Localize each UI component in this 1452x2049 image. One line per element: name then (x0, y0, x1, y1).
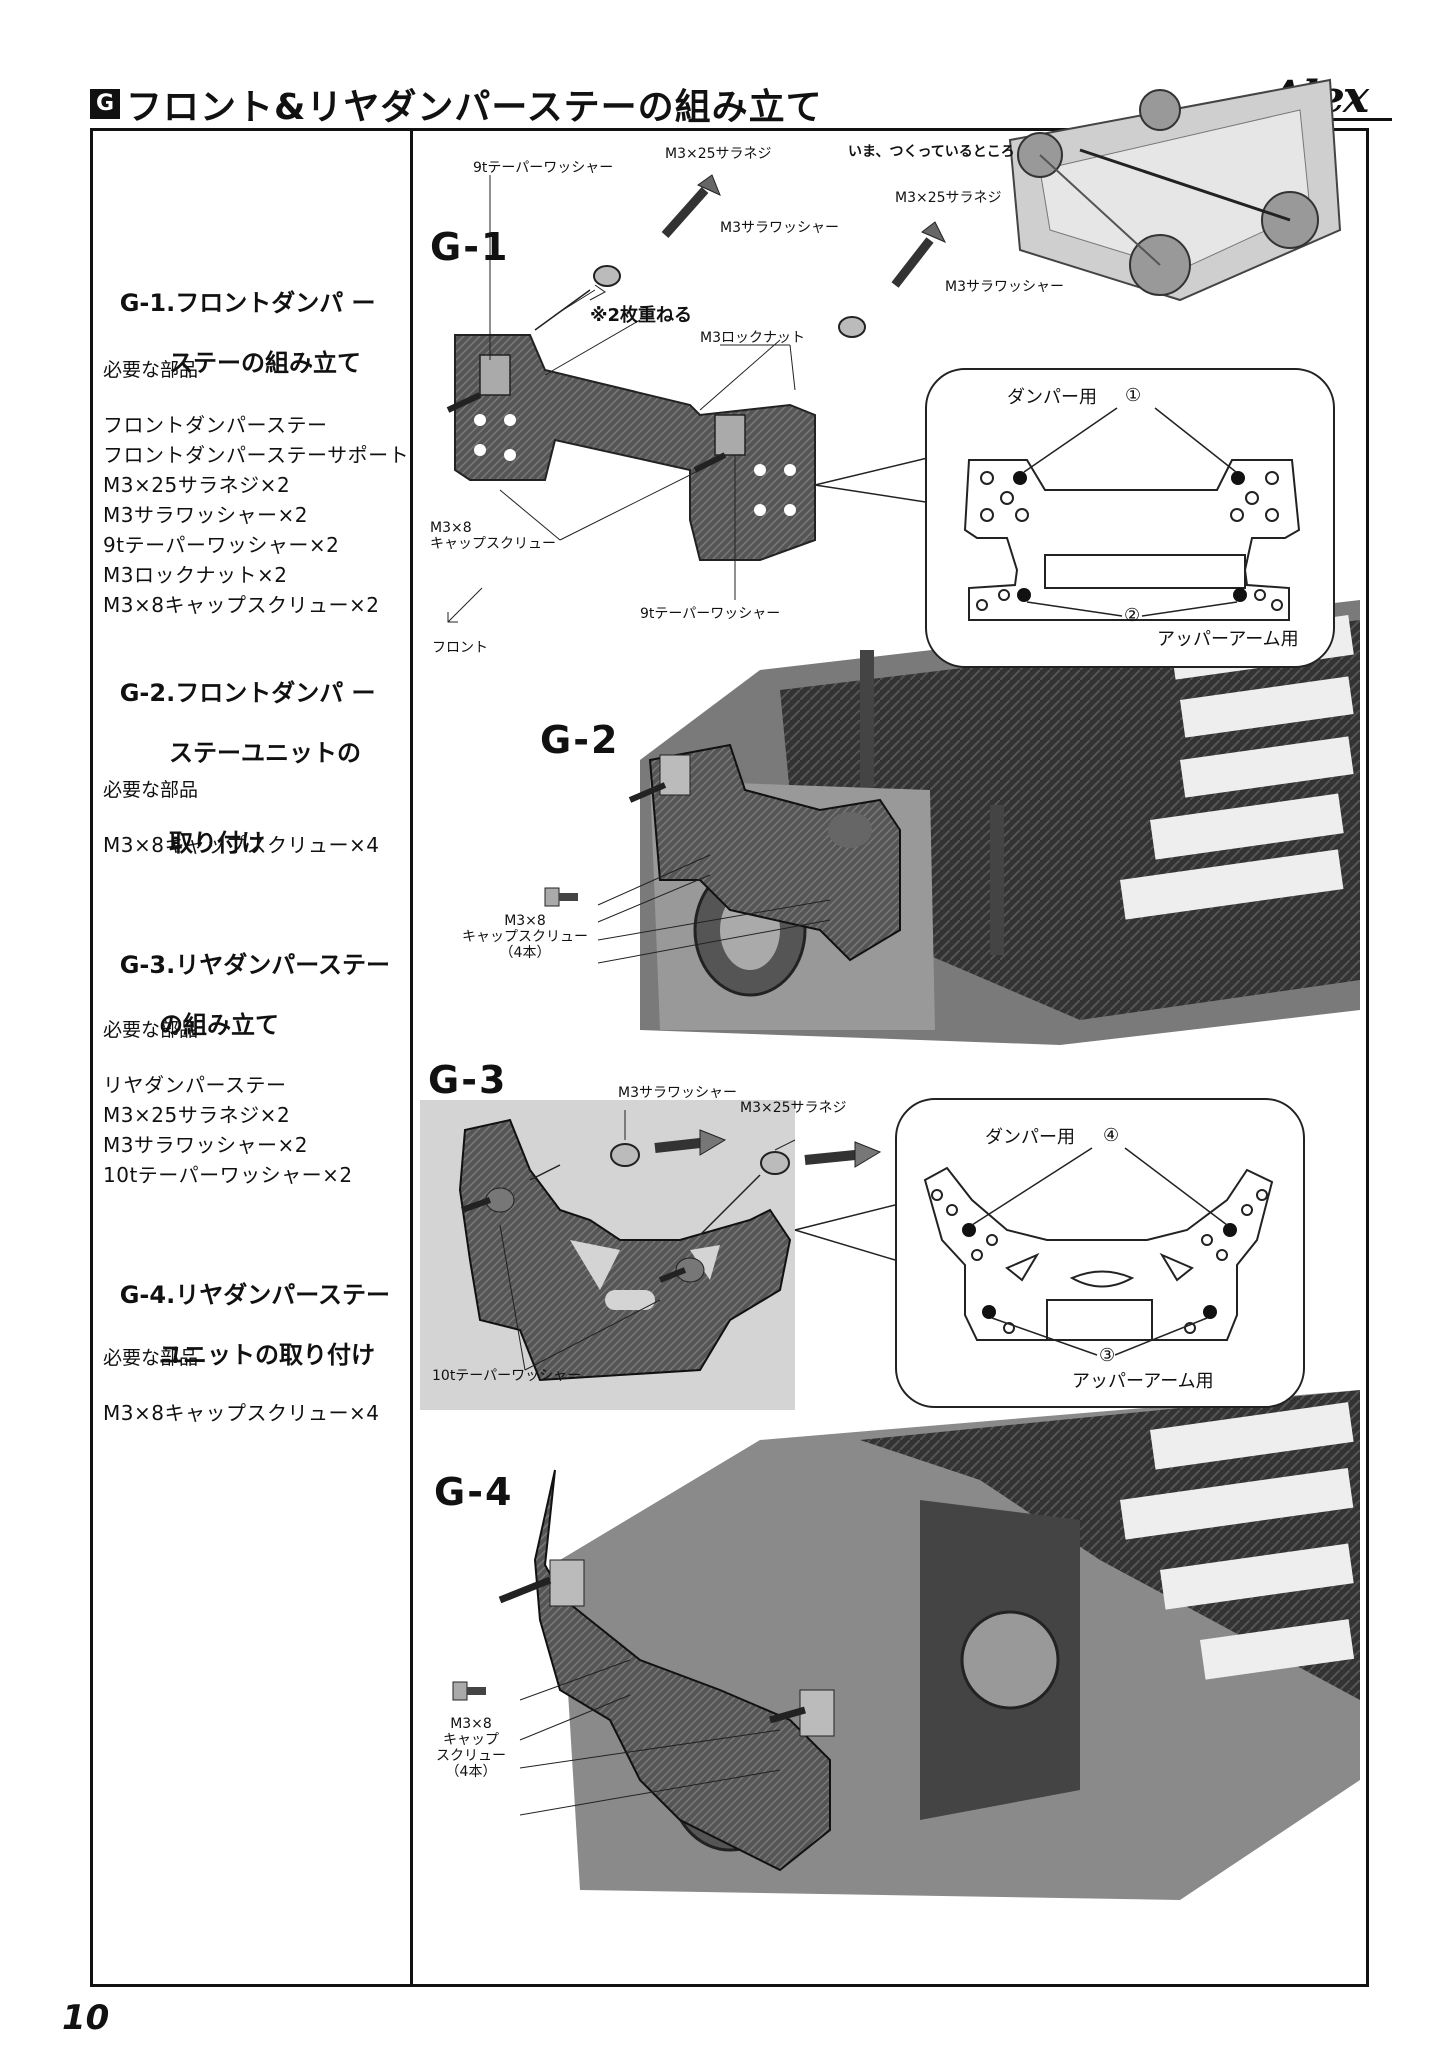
column-divider (410, 128, 413, 1987)
front-stay-diagram (963, 407, 1301, 621)
callout-taper-washer-top: 9tテーパーワッシャー (473, 160, 614, 176)
flat-screw-a (661, 174, 721, 238)
callout-cap-screw-g1: M3×8 キャップスクリュー (430, 520, 556, 552)
part-item: M3×25サラネジ×2 (103, 1103, 291, 1127)
detail-front-top-label: ダンパー用 (1007, 387, 1097, 408)
callout-cap-screw-g1-line1: M3×8 (430, 520, 472, 536)
part-item: M3×8キャップスクリュー×4 (103, 1401, 380, 1425)
current-build-label: いま、つくっているところ (848, 144, 1015, 160)
callout-flat-washer-a: M3サラワッシャー (720, 220, 839, 236)
callout-flat-screw-g3: M3×25サラネジ (740, 1100, 847, 1116)
section-g3-title-line2: の組み立て (159, 1011, 279, 1039)
callout-cap-screw-g4-line1: M3×8 (450, 1716, 492, 1732)
callout-cap-screw-g1-line2: キャップスクリュー (430, 536, 556, 552)
page-number: 10 (62, 1998, 110, 2038)
section-g4-parts-list: M3×8キャップスクリュー×4 (103, 1398, 379, 1428)
chassis-photo-g2 (544, 600, 1360, 1045)
section-g3-title-line1: G-3.リヤダンパーステー (119, 951, 390, 979)
callout-stack-note: ※2枚重ねる (590, 305, 693, 326)
section-g4-title-line1: G-4.リヤダンパーステー (119, 1281, 390, 1309)
section-g3-parts-list: リヤダンパーステー M3×25サラネジ×2 M3サラワッシャー×2 10tテーパ… (103, 1070, 353, 1190)
section-badge: G (90, 89, 120, 119)
chassis-photo-g4 (452, 1390, 1360, 1900)
callout-flat-washer-b: M3サラワッシャー (945, 279, 1064, 295)
rear-damper-stay-photo-g3 (420, 1100, 896, 1410)
part-item: フロントダンパーステー (103, 413, 328, 437)
front-damper-stay-g1 (446, 174, 947, 623)
chassis-thumbnail (1008, 78, 1342, 302)
section-g4-title-line2: ユニットの取り付け (159, 1341, 375, 1369)
section-g1-title: G-1.フロントダンパ ー ステーの組み立て (103, 258, 376, 408)
callout-cap-screw-g2-line3: （4本） (499, 945, 551, 961)
figure-label-g1: G-1 (430, 225, 510, 269)
section-g2-parts-head: 必要な部品 (103, 779, 199, 801)
part-item: M3サラワッシャー×2 (103, 503, 308, 527)
callout-flat-screw-a: M3×25サラネジ (665, 146, 772, 162)
part-item: 10tテーパーワッシャー×2 (103, 1163, 353, 1187)
part-item: M3ロックナット×2 (103, 563, 288, 587)
callout-lock-nut: M3ロックナット (700, 330, 805, 346)
part-item: 9tテーパーワッシャー×2 (103, 533, 340, 557)
detail-rear-bottom-label: アッパーアーム用 (1072, 1371, 1214, 1392)
detail-front-top-num: ① (1125, 385, 1142, 406)
detail-rear-bottom-num: ③ (1099, 1345, 1116, 1366)
section-g4-parts-head: 必要な部品 (103, 1347, 199, 1369)
section-g3-title: G-3.リヤダンパーステー の組み立て (103, 920, 390, 1070)
callout-taper-washer-g3: 10tテーパーワッシャー (432, 1368, 582, 1384)
callout-flat-screw-b: M3×25サラネジ (895, 190, 1002, 206)
detail-panel-front-stay: ダンパー用 ① ② アッパーアーム用 (925, 368, 1335, 668)
section-g1-title-line1: G-1.フロントダンパ ー (119, 289, 376, 317)
detail-front-bottom-num: ② (1124, 605, 1141, 626)
section-g1-title-line2: ステーの組み立て (169, 349, 361, 377)
detail-rear-top-label: ダンパー用 (985, 1127, 1075, 1148)
callout-taper-washer-bottom: 9tテーパーワッシャー (640, 606, 781, 622)
callout-cap-screw-g4-line3: スクリュー (436, 1748, 506, 1764)
callout-cap-screw-g4-line4: （4本） (445, 1764, 497, 1780)
part-item: M3×8キャップスクリュー×2 (103, 593, 380, 617)
part-item: M3×8キャップスクリュー×4 (103, 833, 380, 857)
figure-label-g2: G-2 (540, 718, 620, 762)
callout-cap-screw-g4: M3×8 キャップ スクリュー （4本） (436, 1716, 506, 1780)
section-g2-title-line1: G-2.フロントダンパ ー (119, 679, 376, 707)
section-g2-title-line2: ステーユニットの (169, 739, 361, 767)
section-g1-parts-head: 必要な部品 (103, 359, 199, 381)
section-g2-title-line3: 取り付け (169, 829, 265, 857)
section-g3-parts-head: 必要な部品 (103, 1019, 199, 1041)
section-g2-title: G-2.フロントダンパ ー ステーユニットの 取り付け (103, 648, 376, 888)
part-item: M3サラワッシャー×2 (103, 1133, 308, 1157)
detail-rear-top-num: ④ (1103, 1125, 1120, 1146)
part-item: M3×25サラネジ×2 (103, 473, 291, 497)
part-item: フロントダンパーステーサポート (103, 443, 410, 467)
callout-cap-screw-g2-line1: M3×8 (504, 913, 546, 929)
section-g1-parts-list: フロントダンパーステー フロントダンパーステーサポート M3×25サラネジ×2 … (103, 410, 409, 620)
detail-front-bottom-label: アッパーアーム用 (1157, 629, 1299, 650)
callout-cap-screw-g2: M3×8 キャップスクリュー （4本） (462, 913, 588, 961)
section-g2-parts-list: M3×8キャップスクリュー×4 (103, 830, 379, 860)
content-frame (90, 128, 1369, 1987)
detail-panel-rear-stay: ダンパー用 ④ ③ アッパーアーム用 (895, 1098, 1305, 1408)
part-item: リヤダンパーステー (103, 1073, 287, 1097)
callout-flat-washer-g3: M3サラワッシャー (618, 1085, 737, 1101)
callout-front-direction: フロント (432, 640, 488, 656)
callout-cap-screw-g4-line2: キャップ (443, 1732, 499, 1748)
figure-label-g3: G-3 (428, 1058, 508, 1102)
rear-stay-diagram (923, 1147, 1274, 1356)
flat-screw-b (891, 221, 947, 288)
callout-cap-screw-g2-line2: キャップスクリュー (462, 929, 588, 945)
section-g4-title: G-4.リヤダンパーステー ユニットの取り付け (103, 1250, 390, 1400)
page-title: フロント&リヤダンパーステーの組み立て (126, 87, 823, 128)
figure-label-g4: G-4 (434, 1470, 514, 1514)
